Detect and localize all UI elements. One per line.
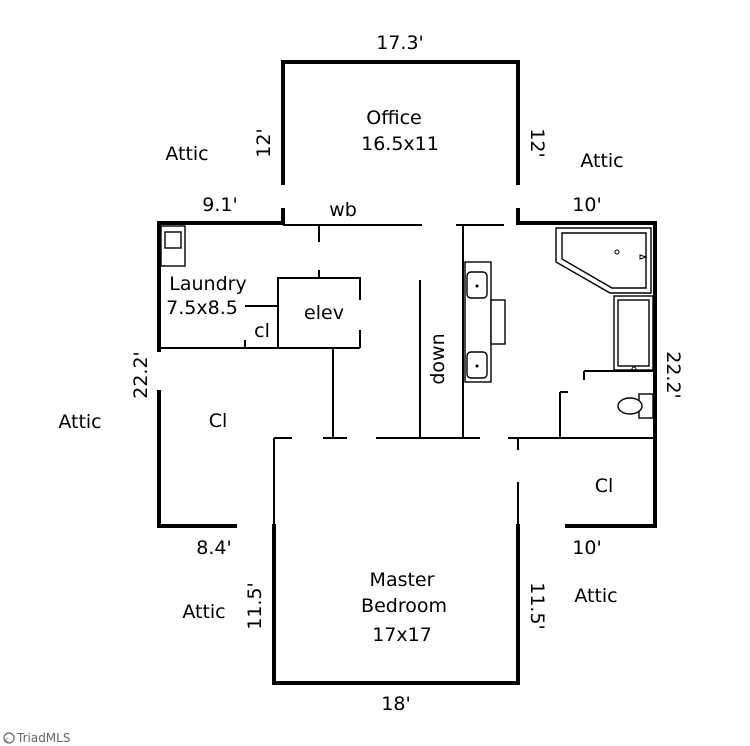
interior-walls — [159, 224, 655, 526]
dim-office-left: 12' — [253, 128, 275, 157]
closet-right-label: Cl — [595, 475, 614, 497]
office-label: Office — [366, 107, 421, 129]
dim-upper-left-wall: 9.1' — [202, 194, 237, 216]
closet-left-label: Cl — [209, 410, 228, 432]
master-label-line1: Master — [370, 569, 435, 591]
watermark: c TriadMLS — [3, 731, 70, 745]
dim-master-left: 11.5' — [244, 582, 266, 630]
laundry-size: 7.5x8.5 — [166, 297, 238, 319]
stairs-down-label: down — [427, 333, 449, 384]
master-size: 17x17 — [372, 624, 432, 646]
attic-lower-right: Attic — [574, 585, 617, 607]
dim-office-top: 17.3' — [376, 32, 424, 54]
dim-master-right: 11.5' — [526, 582, 548, 630]
dim-upper-right-wall: 10' — [572, 194, 601, 216]
dim-left-wall: 22.2' — [130, 351, 152, 399]
watermark-text: TriadMLS — [16, 731, 70, 745]
attic-middle-left: Attic — [58, 411, 101, 433]
svg-text:c: c — [5, 736, 9, 744]
wet-bar-label: wb — [329, 199, 357, 221]
copyright-icon — [3, 732, 15, 744]
attic-lower-left: Attic — [182, 601, 225, 623]
attic-upper-right: Attic — [580, 150, 623, 172]
office-size: 16.5x11 — [361, 133, 439, 155]
attic-labels: Attic Attic Attic Attic Attic — [58, 143, 623, 623]
exterior-walls — [157, 60, 657, 685]
dim-office-right: 12' — [526, 128, 548, 157]
room-labels: Office 16.5x11 Laundry 7.5x8.5 cl elev w… — [166, 107, 613, 646]
dim-lower-left-wall: 8.4' — [196, 537, 231, 559]
master-label-line2: Bedroom — [361, 595, 447, 617]
closet-small-label: cl — [254, 320, 270, 342]
dim-master-bottom: 18' — [381, 693, 410, 715]
dimension-labels: 17.3' 12' 12' 9.1' 10' 22.2' 22.2' 8.4' … — [130, 32, 684, 715]
toilet-icon — [617, 393, 654, 419]
dim-lower-right-wall: 10' — [572, 537, 601, 559]
fixtures — [160, 225, 654, 419]
elevator-label: elev — [304, 302, 344, 324]
attic-upper-left: Attic — [165, 143, 208, 165]
laundry-label: Laundry — [169, 273, 246, 295]
dim-right-wall: 22.2' — [662, 351, 684, 399]
